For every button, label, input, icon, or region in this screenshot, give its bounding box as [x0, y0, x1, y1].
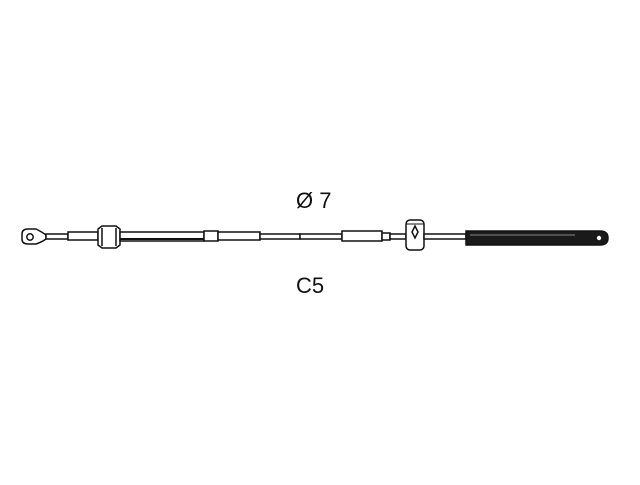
model-label: C5: [296, 273, 325, 298]
clamp-block-icon: [405, 219, 425, 251]
hex-fitting-icon: [97, 225, 121, 249]
eye-terminal-icon: [21, 228, 47, 245]
rod-end-icon: [465, 230, 609, 246]
diameter-label: Ø 7: [296, 188, 332, 213]
